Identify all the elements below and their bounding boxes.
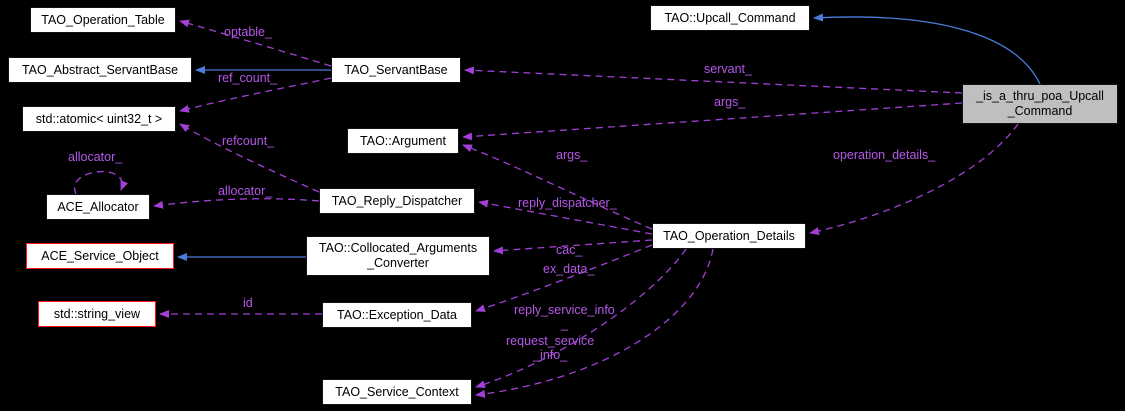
edge-label-cac: cac_ [556, 243, 582, 257]
edge-operation-details [809, 123, 1019, 235]
edge-label-args-upper: args_ [714, 95, 745, 109]
edge-request-service-info [475, 248, 714, 398]
edge-label-reply-service-info: reply_service_info_ [514, 303, 615, 331]
node-is-a-thru-poa-upcall-command[interactable]: _is_a_thru_poa_Upcall_Command [962, 84, 1118, 124]
node-ace-allocator[interactable]: ACE_Allocator [46, 194, 150, 220]
node-tao-operation-details[interactable]: TAO_Operation_Details [652, 223, 806, 249]
node-label: TAO_Service_Context [335, 384, 459, 399]
edge-allocator-self [73, 171, 128, 195]
edge-label-optable: optable_ [224, 25, 272, 39]
edge-label-line: allocator_ [218, 184, 273, 198]
node-label: TAO::Collocated_Arguments [318, 241, 478, 255]
edge-reply-dispatcher [478, 199, 653, 235]
node-label: TAO_Operation_Details [663, 228, 795, 243]
node-label: TAO_Abstract_ServantBase [21, 62, 179, 77]
node-label: TAO::Upcall_Command [664, 10, 796, 25]
node-label: ACE_Service_Object [41, 248, 159, 263]
edge-cac [493, 239, 653, 255]
edge-label-servant: servant_ [704, 62, 752, 76]
edge-label-line: operation_details_ [833, 148, 936, 162]
edge-label-line: ex_data_ [543, 262, 595, 276]
node-tao-operation-table[interactable]: TAO_Operation_Table [30, 7, 176, 33]
edge-label-reply-dispatcher: reply_dispatcher_ [518, 196, 617, 210]
node-std-atomic-uint32[interactable]: std::atomic< uint32_t > [22, 106, 176, 132]
node-label: TAO::Exception_Data [337, 307, 457, 322]
node-label: TAO::Argument [360, 133, 446, 148]
edge-label-allocator: allocator_ [218, 184, 272, 198]
edge-label-line: _ [560, 317, 568, 331]
edge-args-lower [462, 144, 653, 230]
node-label: ACE_Allocator [57, 199, 139, 214]
node-label: _Converter [367, 256, 429, 270]
edge-label-line: args_ [714, 95, 746, 109]
node-tao-reply-dispatcher[interactable]: TAO_Reply_Dispatcher [319, 188, 475, 214]
edge-allocator [153, 198, 320, 209]
node-ace-service-object[interactable]: ACE_Service_Object [26, 243, 174, 269]
node-tao-service-context[interactable]: TAO_Service_Context [322, 379, 472, 405]
node-tao-abstract-servantbase[interactable]: TAO_Abstract_ServantBase [8, 57, 192, 83]
edge-label-refcount: refcount_ [222, 134, 274, 148]
edge-label-request-service-info: request_service_info_ [506, 334, 594, 362]
edge-ref-count [179, 77, 332, 113]
edge-label-allocator-self: allocator_ [68, 150, 122, 164]
node-label: _is_a_thru_poa_Upcall [976, 89, 1104, 103]
node-tao-argument[interactable]: TAO::Argument [347, 128, 459, 154]
node-tao-collocated-arguments-converter[interactable]: TAO::Collocated_Arguments_Converter [306, 236, 490, 276]
edge-refcount [179, 123, 320, 193]
edge-args-upper [462, 102, 963, 141]
edge-command-inherits-upcall [813, 13, 1041, 85]
node-label: TAO_ServantBase [344, 62, 448, 77]
node-tao-servantbase[interactable]: TAO_ServantBase [331, 57, 461, 83]
edge-label-line: reply_dispatcher_ [518, 196, 617, 210]
edge-servant [464, 66, 963, 94]
edge-label-id: id [243, 296, 253, 310]
node-std-string-view[interactable]: std::string_view [38, 301, 156, 327]
node-label: TAO_Operation_Table [41, 12, 165, 27]
node-label: std::string_view [53, 306, 141, 321]
edge-label-line: args_ [556, 148, 588, 162]
edge-label-line: refcount_ [222, 134, 275, 148]
node-label: std::atomic< uint32_t > [35, 111, 163, 126]
node-label: TAO_Reply_Dispatcher [331, 193, 463, 208]
edge-label-line: request_service [506, 334, 595, 348]
edge-label-line: optable_ [224, 25, 272, 39]
edge-label-ref-count: ref_count_ [218, 71, 277, 85]
edge-label-line: servant_ [704, 62, 752, 76]
edge-label-line: _info_ [533, 348, 568, 362]
edge-label-line: allocator_ [68, 150, 123, 164]
node-tao-upcall-command[interactable]: TAO::Upcall_Command [650, 5, 810, 31]
edge-label-line: id [243, 296, 253, 310]
edge-label-args-lower: args_ [556, 148, 587, 162]
edge-label-ex-data: ex_data_ [543, 262, 594, 276]
edge-label-line: cac_ [556, 243, 583, 257]
edge-label-line: reply_service_info [514, 303, 615, 317]
node-tao-exception-data[interactable]: TAO::Exception_Data [322, 302, 472, 328]
node-label: _Command [1007, 104, 1073, 118]
edge-reply-service-info [475, 248, 687, 389]
edge-label-operation-details: operation_details_ [833, 148, 935, 162]
edge-label-line: ref_count_ [218, 71, 278, 85]
edge-ex-data [475, 244, 653, 313]
edge-optable [179, 19, 332, 67]
